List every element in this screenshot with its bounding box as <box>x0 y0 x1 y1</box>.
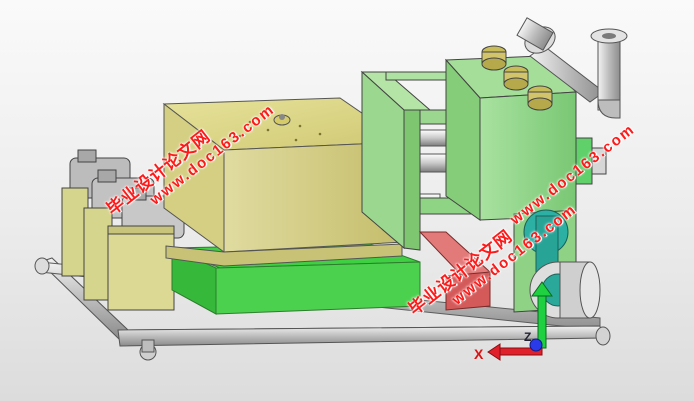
gearbox-housing <box>162 97 406 267</box>
axis-x-label: X <box>474 346 484 362</box>
discharge-pipes <box>516 17 628 119</box>
pump-bracket <box>360 70 521 251</box>
booster-pump <box>523 209 601 319</box>
axis-z-label: Z <box>524 330 532 344</box>
support-block <box>418 231 492 311</box>
coordinate-triad <box>487 281 553 361</box>
valve-caps <box>481 45 553 111</box>
